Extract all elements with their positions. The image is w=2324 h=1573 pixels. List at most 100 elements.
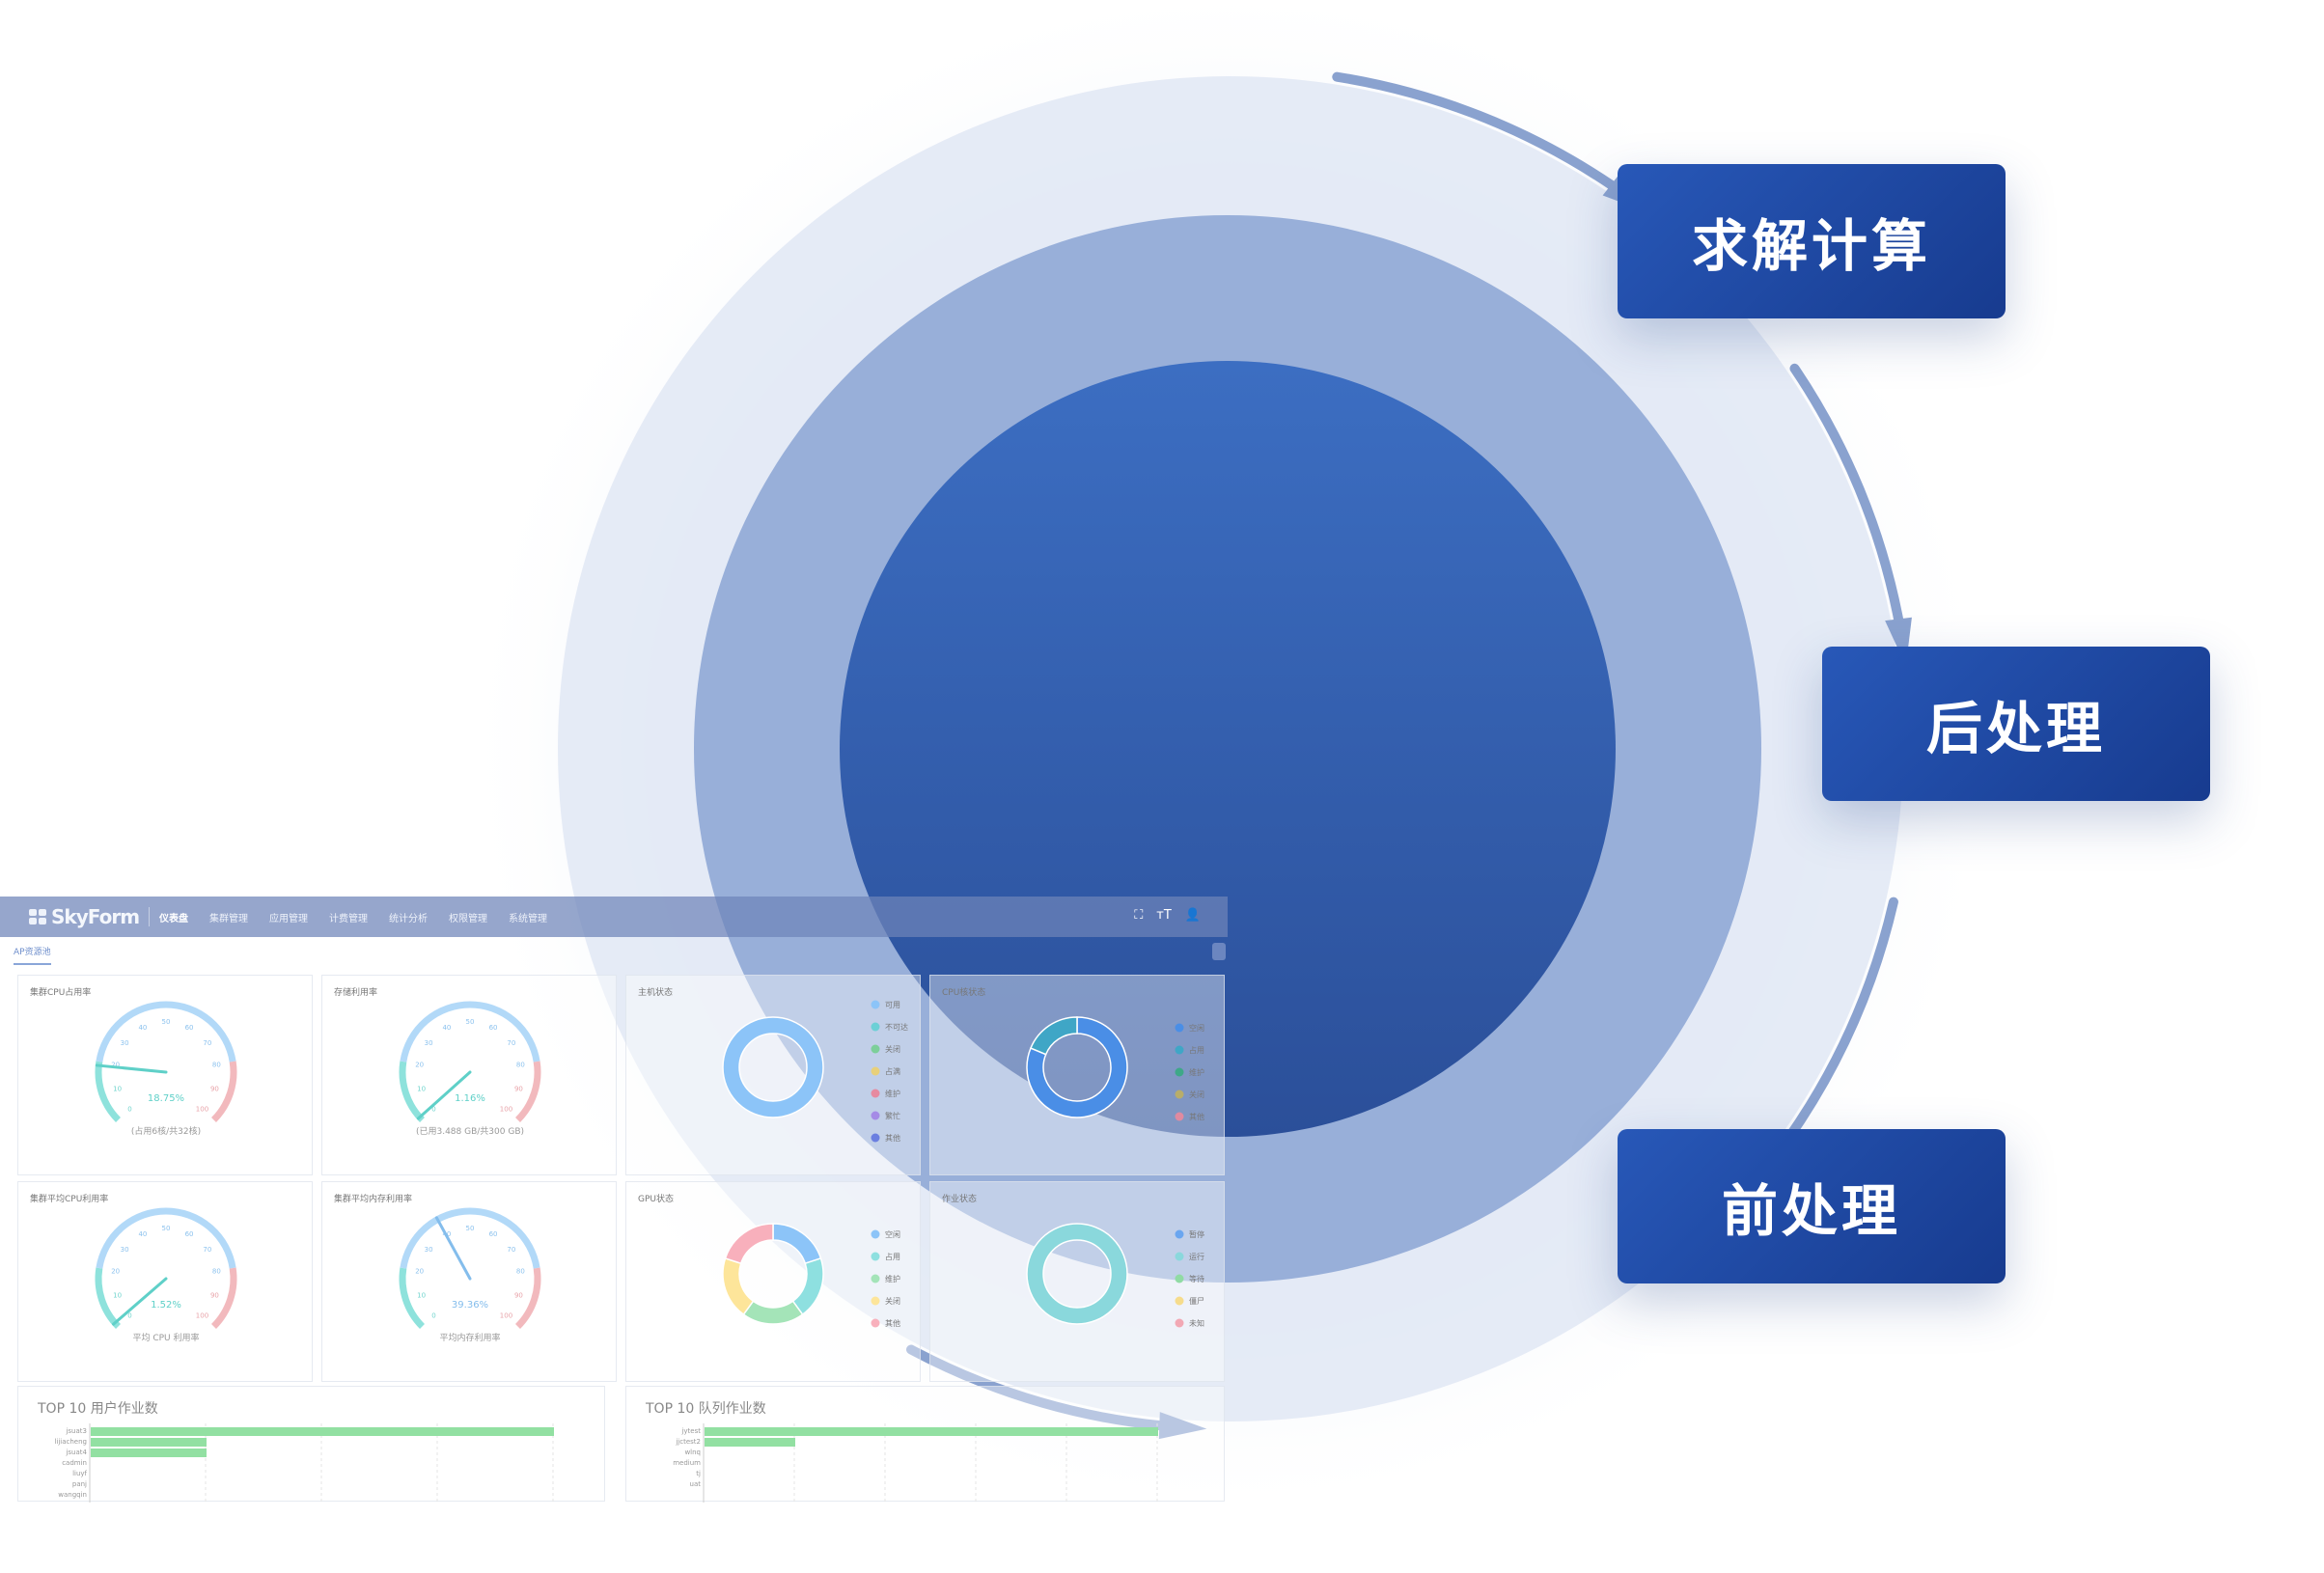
- bar-label: wangqin: [58, 1491, 87, 1499]
- legend-dot: [871, 1089, 880, 1098]
- bar[interactable]: [705, 1427, 1158, 1436]
- tab-resource-pool[interactable]: AP资源池: [14, 945, 51, 965]
- gauge-tick-label: 100: [196, 1105, 208, 1113]
- legend-label[interactable]: 空闲: [1189, 1023, 1204, 1033]
- bar-label: jjctest2: [675, 1438, 701, 1446]
- logo-icon: [29, 909, 46, 924]
- nav-system[interactable]: 系统管理: [509, 913, 548, 924]
- nav-permission[interactable]: 权限管理: [449, 913, 488, 924]
- legend-label[interactable]: 僵尸: [1189, 1296, 1204, 1306]
- gauge-tick-label: 80: [516, 1268, 525, 1276]
- legend-label[interactable]: 其他: [885, 1133, 900, 1143]
- donut-card: 暂停运行等待僵尸未知作业状态: [929, 1181, 1225, 1382]
- gauge-band-mid: [400, 1207, 540, 1269]
- stage-post-label: 后处理: [1822, 647, 2210, 801]
- legend-label[interactable]: 维护: [885, 1089, 900, 1098]
- legend-dot: [871, 1296, 880, 1306]
- legend-label[interactable]: 其他: [885, 1318, 900, 1328]
- donut-slice[interactable]: [1026, 1223, 1128, 1325]
- gauge-tick-label: 60: [489, 1230, 498, 1238]
- fullscreen-icon[interactable]: ⛶: [1134, 908, 1144, 923]
- gauge-band-high: [514, 1267, 541, 1329]
- gauge-caption: 平均 CPU 利用率: [132, 1332, 199, 1343]
- gauge-tick-label: 80: [212, 1062, 221, 1069]
- donut-slice[interactable]: [772, 1223, 822, 1265]
- cycle-arrow: [1783, 897, 1898, 1145]
- bar-label: liuyf: [72, 1470, 87, 1477]
- logo-text: SkyForm: [51, 905, 140, 928]
- legend-label[interactable]: 暂停: [1189, 1229, 1204, 1239]
- legend-label[interactable]: 繁忙: [885, 1111, 900, 1120]
- donut-slice[interactable]: [742, 1300, 804, 1325]
- legend-label[interactable]: 未知: [1189, 1318, 1204, 1328]
- legend-label[interactable]: 空闲: [885, 1229, 900, 1239]
- font-size-icon[interactable]: ᴛT: [1156, 908, 1172, 923]
- card-title: GPU状态: [638, 1195, 674, 1204]
- donut-slice[interactable]: [722, 1256, 755, 1316]
- settings-button[interactable]: [1212, 943, 1226, 960]
- gauge-needle: [112, 1277, 168, 1326]
- donut-slice[interactable]: [722, 1016, 824, 1118]
- gauge-tick-label: 30: [121, 1039, 129, 1047]
- bar[interactable]: [705, 1438, 795, 1447]
- card-title: 集群CPU占用率: [30, 988, 92, 998]
- nav-dashboard[interactable]: 仪表盘: [159, 913, 189, 924]
- gauge-band-low: [399, 1267, 426, 1329]
- legend-label[interactable]: 维护: [1189, 1067, 1204, 1077]
- legend-label[interactable]: 不可达: [885, 1022, 908, 1032]
- legend-dot: [1175, 1045, 1184, 1055]
- gauge-tick-label: 30: [425, 1246, 433, 1254]
- legend-dot: [1175, 1229, 1184, 1239]
- legend-label[interactable]: 运行: [1189, 1252, 1204, 1261]
- gauge-tick-label: 70: [507, 1246, 515, 1254]
- legend-label[interactable]: 等待: [1189, 1274, 1204, 1283]
- legend-dot: [1175, 1112, 1184, 1121]
- user-icon[interactable]: 👤: [1184, 908, 1201, 923]
- stage-pre-label: 前处理: [1618, 1129, 2006, 1283]
- bar-label: medium: [673, 1459, 701, 1467]
- legend-label[interactable]: 占满: [885, 1066, 900, 1076]
- gauge-tick-label: 90: [210, 1085, 219, 1092]
- gauge-chart: 010203040506070809010039.36%平均内存利用率: [399, 1207, 541, 1343]
- gauge-tick-label: 100: [196, 1311, 208, 1319]
- nav-billing[interactable]: 计费管理: [329, 913, 369, 924]
- donut-slice[interactable]: [724, 1223, 774, 1265]
- donut-slice[interactable]: [1026, 1016, 1128, 1118]
- gauge-tick-label: 20: [111, 1062, 120, 1069]
- gauge-needle: [95, 1063, 168, 1074]
- gauge-tick-label: 60: [489, 1024, 498, 1032]
- gauge-tick-label: 50: [162, 1225, 171, 1232]
- gauge-band-high: [210, 1267, 237, 1329]
- legend-label[interactable]: 占用: [885, 1252, 900, 1261]
- legend-label[interactable]: 关闭: [885, 1296, 900, 1306]
- bar-label: tj: [696, 1470, 701, 1477]
- bar[interactable]: [91, 1449, 207, 1457]
- gauge-tick-label: 0: [127, 1105, 131, 1113]
- legend-label[interactable]: 关闭: [885, 1044, 900, 1054]
- bar[interactable]: [91, 1438, 207, 1447]
- nav-app[interactable]: 应用管理: [269, 913, 309, 924]
- donut-slice[interactable]: [791, 1256, 824, 1316]
- legend-label[interactable]: 其他: [1189, 1112, 1204, 1121]
- card-title: 集群平均内存利用率: [334, 1195, 413, 1204]
- legend-dot: [871, 1044, 880, 1054]
- legend-dot: [871, 1133, 880, 1143]
- nav-cluster[interactable]: 集群管理: [209, 913, 249, 924]
- legend-label[interactable]: 可用: [885, 1001, 900, 1009]
- legend-label[interactable]: 占用: [1189, 1045, 1204, 1055]
- gauge-tick-label: 70: [203, 1246, 211, 1254]
- gauge-value: 39.36%: [452, 1300, 488, 1311]
- donut-slice[interactable]: [1029, 1016, 1078, 1056]
- gauge-band-mid: [96, 1001, 236, 1062]
- gauge-tick-label: 60: [185, 1230, 194, 1238]
- bar[interactable]: [91, 1427, 554, 1436]
- legend-label[interactable]: 维护: [885, 1274, 900, 1283]
- card-title: 集群平均CPU利用率: [30, 1195, 109, 1204]
- nav-stats[interactable]: 统计分析: [389, 913, 429, 924]
- legend-label[interactable]: 关闭: [1189, 1090, 1204, 1099]
